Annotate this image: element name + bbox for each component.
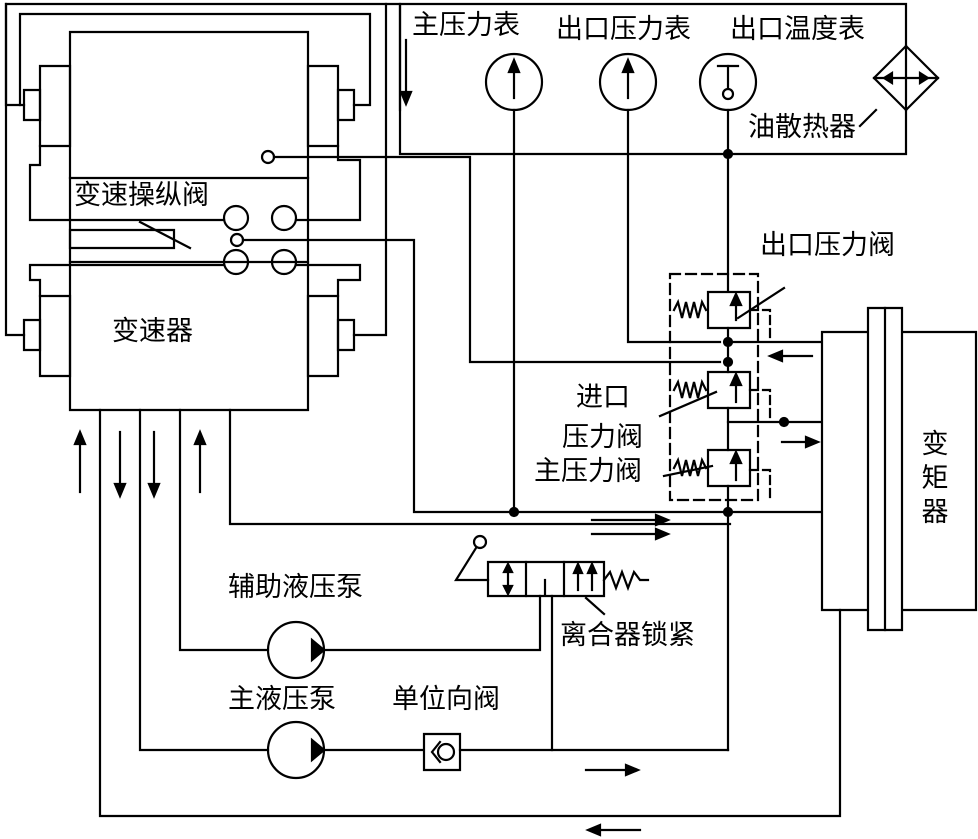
left-upper-piston-cap <box>24 90 40 120</box>
aux-pump-label: 辅助液压泵 <box>228 572 363 603</box>
transmission-block <box>24 32 354 410</box>
upper-outlet-port <box>262 151 274 163</box>
instruments <box>400 4 938 154</box>
main-pressure-valve-label: 主压力阀 <box>534 456 642 487</box>
right-lower-piston-cap <box>338 320 354 350</box>
right-lower-piston <box>308 296 338 376</box>
oil-cooler-label: 油散热器 <box>748 112 856 143</box>
main-pump-label: 主液压泵 <box>228 684 336 715</box>
left-lower-piston <box>40 296 70 376</box>
shift-valve-port-3 <box>224 250 248 274</box>
shift-valve-leader <box>140 222 190 248</box>
outlet-pressure-gauge-label: 出口压力表 <box>556 14 691 45</box>
left-upper-piston <box>40 66 70 146</box>
shift-valve-port-1 <box>224 206 248 230</box>
valve-assembly-frame <box>670 274 758 500</box>
main-gauge-label: 主压力表 <box>412 10 520 41</box>
converter-lines <box>230 328 822 750</box>
clutch-lock-valve <box>456 536 648 614</box>
torque-converter-label: 变矩器 <box>921 429 949 528</box>
shift-valve-port-2 <box>272 206 296 230</box>
right-upper-piston-cap <box>338 90 354 120</box>
clutch-lock-label: 离合器锁紧 <box>560 620 695 651</box>
torque-converter <box>822 308 976 630</box>
check-valve-label: 单位向阀 <box>392 684 500 715</box>
clutch-lines <box>6 4 400 335</box>
valve-assembly <box>660 274 784 500</box>
shift-valve-port-4 <box>272 250 296 274</box>
shift-valve <box>70 151 296 274</box>
outlet-temp-gauge-label: 出口温度表 <box>730 14 865 45</box>
inlet-valve-label-line1: 进口 <box>576 382 630 413</box>
gauge-lines <box>243 110 732 512</box>
right-upper-piston <box>308 66 338 146</box>
pump-circuit <box>75 410 840 835</box>
outlet-pressure-valve-label: 出口压力阀 <box>760 230 895 261</box>
left-lower-piston-cap <box>24 320 40 350</box>
shift-valve-outlet-port <box>231 234 243 246</box>
inlet-valve-label-line2: 压力阀 <box>562 422 643 453</box>
transmission-label: 变速器 <box>112 316 193 347</box>
shift-valve-label: 变速操纵阀 <box>74 180 209 211</box>
